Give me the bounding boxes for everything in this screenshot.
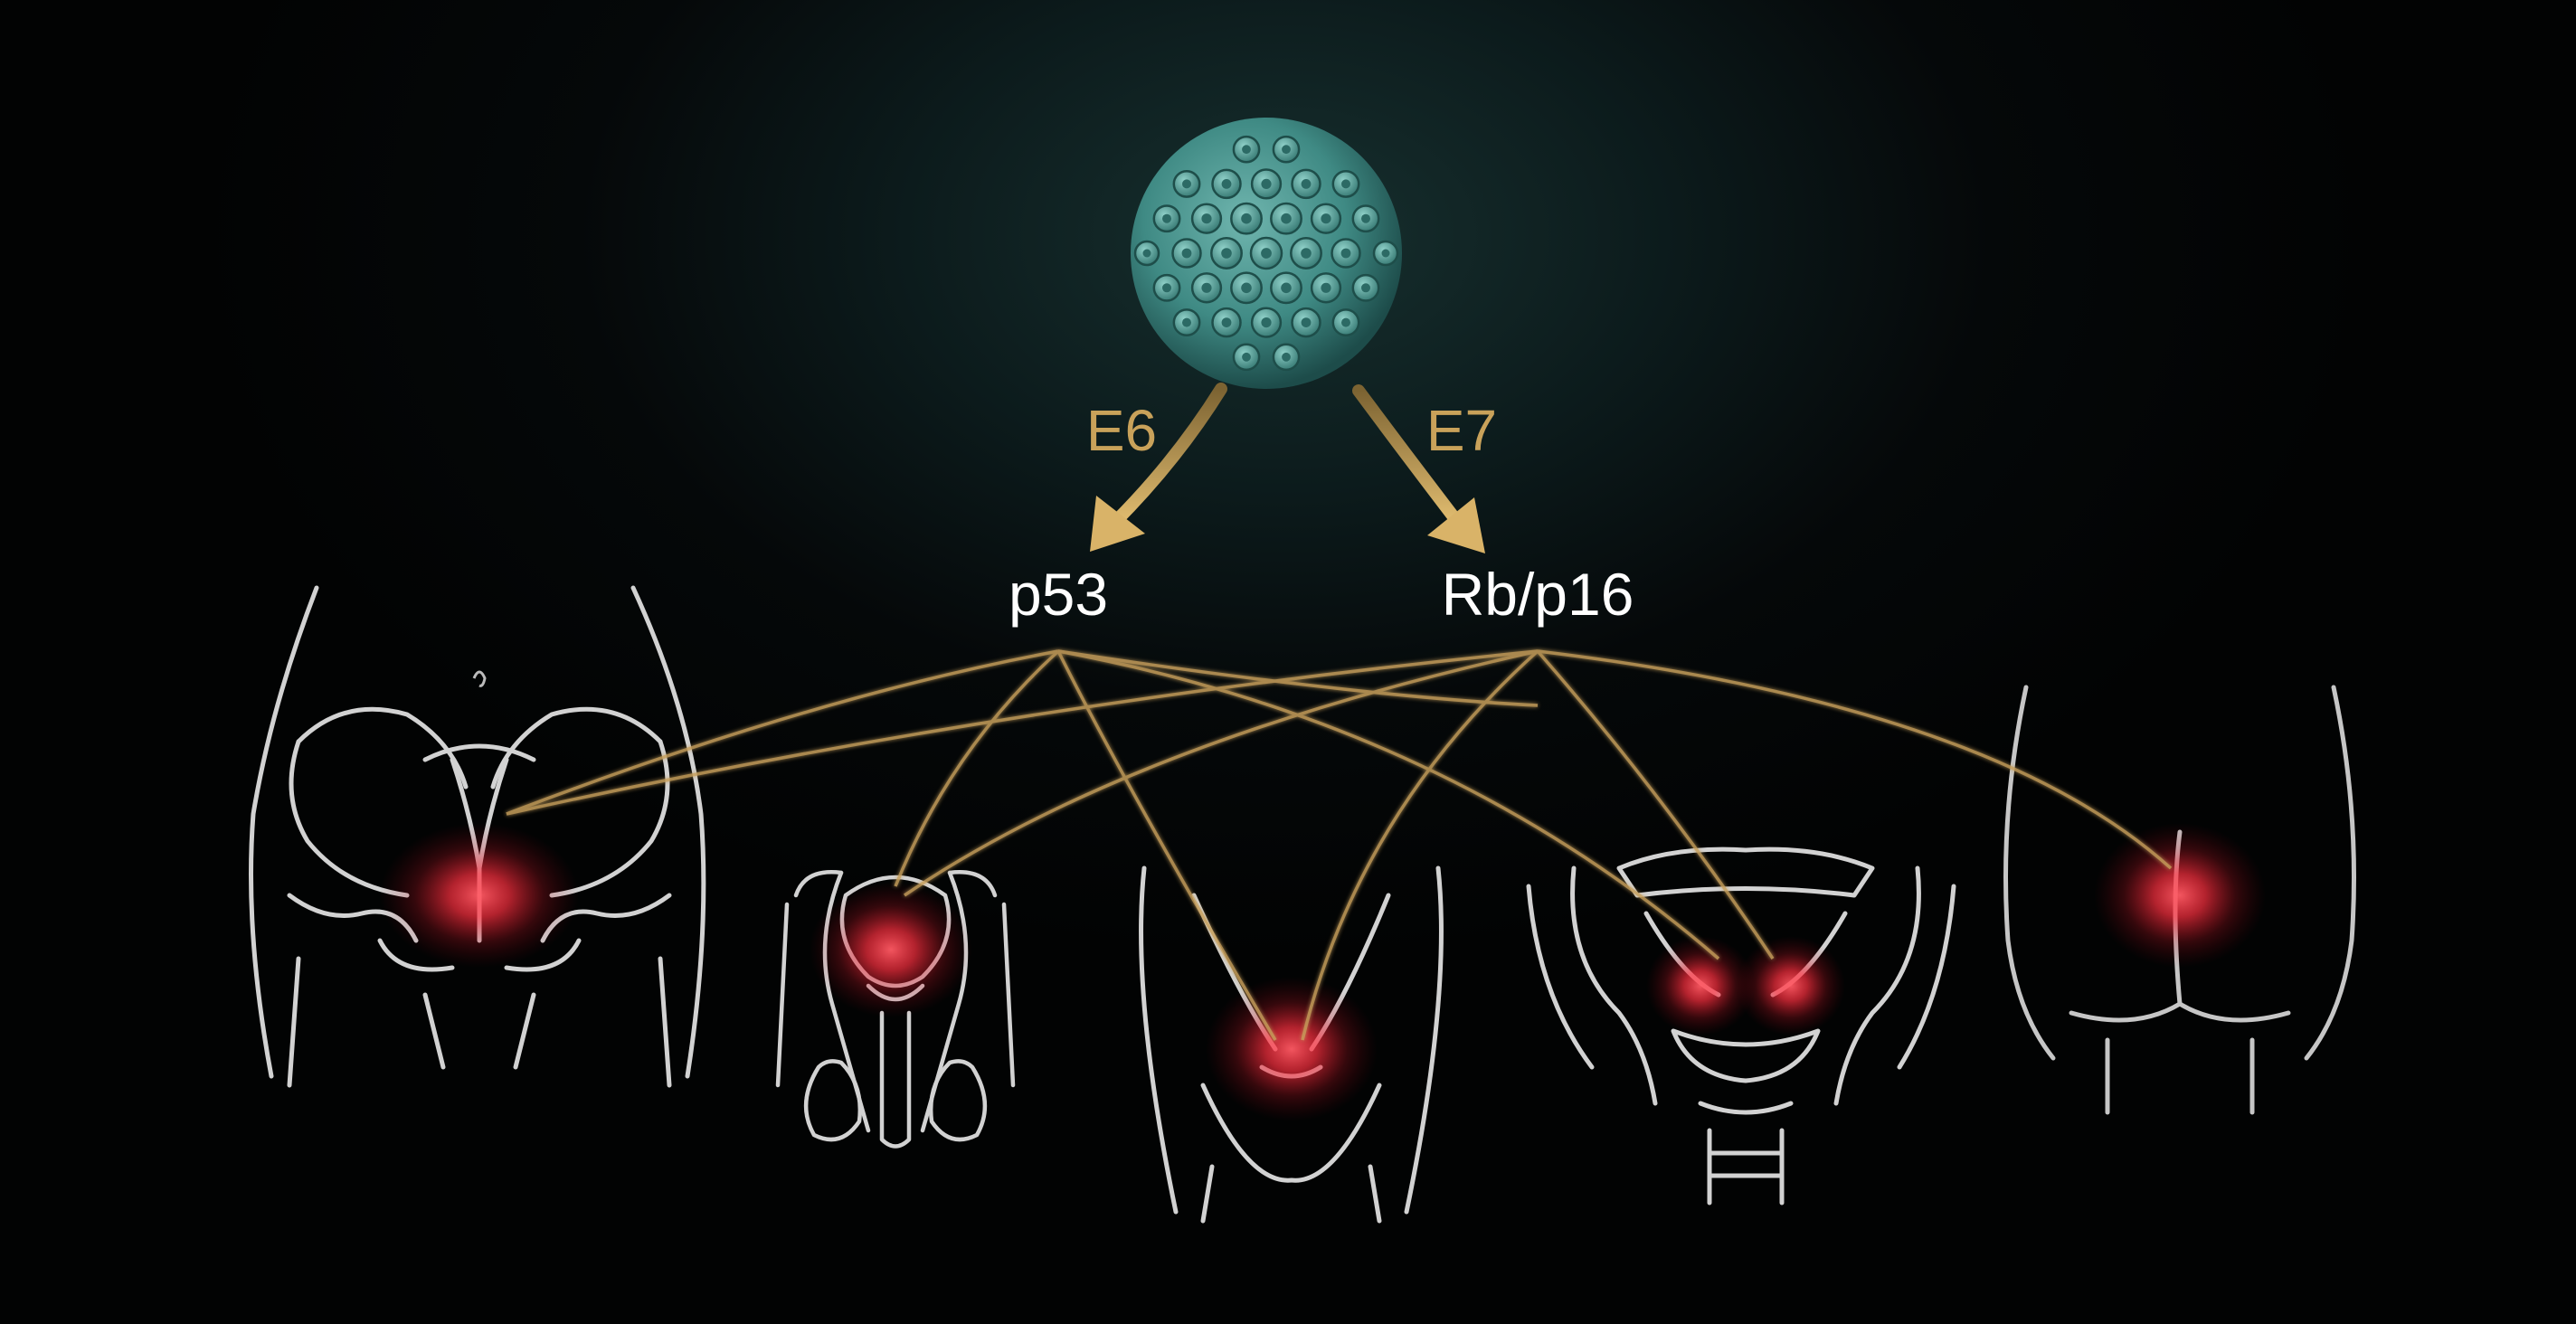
capsomer-core <box>1182 179 1191 189</box>
connector-lines <box>506 649 2173 1041</box>
connector-p53-cervix <box>506 649 1059 816</box>
capsomer-core <box>1261 248 1272 259</box>
connector-rb-anus <box>1301 649 1539 1041</box>
e7-arrow <box>1352 384 1485 553</box>
capsomer-core <box>1261 178 1272 189</box>
capsomer-core <box>1301 248 1312 259</box>
connector-p53-oropharynx <box>1057 649 1720 960</box>
capsomer-core <box>1241 282 1252 294</box>
capsomer-core <box>1162 213 1171 223</box>
capsomer-core <box>1282 352 1291 362</box>
capsomer-core <box>1261 317 1272 328</box>
capsomer-core <box>1282 145 1291 155</box>
e7-label: E7 <box>1426 398 1497 463</box>
capsomer-core <box>1181 248 1192 259</box>
capsomer-core <box>1142 249 1151 258</box>
capsomer-core <box>1242 352 1251 362</box>
capsomer-core <box>1221 248 1232 259</box>
oropharynx-tonsils-icon <box>1526 846 1956 1206</box>
connector-p53-anus <box>1056 650 1277 1041</box>
connector-rb-cervix <box>506 649 1539 816</box>
capsomer-core <box>1340 248 1351 259</box>
capsomer-core <box>1281 213 1292 224</box>
connector-p53-penis <box>894 649 1060 887</box>
perineum-vulva-icon <box>2003 685 2356 1115</box>
male-genitalia-penis-icon <box>775 870 1016 1149</box>
capsomer-core <box>1341 179 1350 189</box>
hpv-virion-icon <box>1131 118 1402 389</box>
capsomer-core <box>1321 282 1331 293</box>
e6-arrow <box>1090 383 1227 552</box>
target-label-p53: p53 <box>1009 561 1108 628</box>
capsomer-core <box>1381 249 1390 258</box>
capsomer-core <box>1221 317 1232 327</box>
connector-rb-oropharynx <box>1536 649 1775 960</box>
capsomer-core <box>1361 213 1370 223</box>
capsomer-core <box>1221 179 1232 189</box>
capsomer-core <box>1242 145 1251 155</box>
connector-rb-perineum <box>1537 649 2173 870</box>
capsomer-core <box>1162 283 1171 293</box>
capsomer-core <box>1201 213 1212 224</box>
female-pelvis-cervix-icon <box>249 585 706 1088</box>
capsomer-core <box>1281 282 1292 294</box>
capsomer-core <box>1241 213 1252 224</box>
anal-canal-icon <box>1139 865 1444 1224</box>
e6-label: E6 <box>1086 398 1157 463</box>
capsomer-core <box>1301 317 1312 327</box>
capsomer-core <box>1301 179 1312 189</box>
capsomer-core <box>1182 317 1191 327</box>
capsomer-core <box>1321 213 1331 224</box>
capsomer-core <box>1201 282 1212 293</box>
connector-rb-penis <box>904 649 1539 897</box>
capsomer-core <box>1341 317 1350 327</box>
capsomer-core <box>1361 283 1370 293</box>
target-label-rb-p16: Rb/p16 <box>1442 561 1634 628</box>
